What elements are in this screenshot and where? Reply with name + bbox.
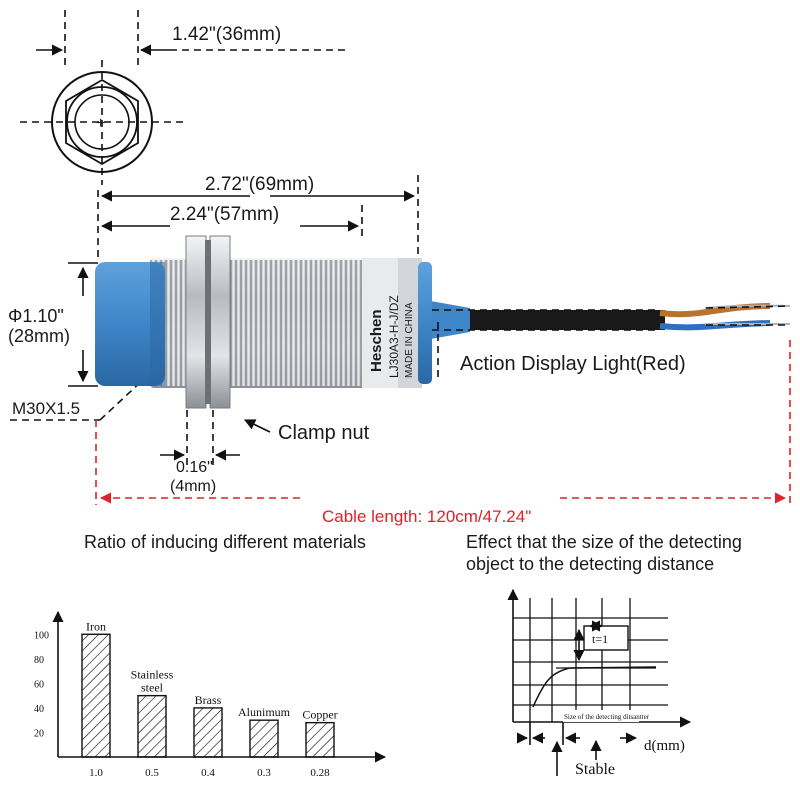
origin-label: MADE IN CHINA [404, 302, 415, 378]
diameter-label-line2: (28mm) [8, 326, 70, 346]
sensor-body: Heschen LJ30A3-H-J/DZ MADE IN CHINA [95, 235, 791, 409]
total-length-label: 2.72"(69mm) [205, 174, 314, 195]
y-tick-label: 100 [34, 630, 49, 641]
face-width-label: 1.42"(36mm) [172, 24, 281, 45]
model-label: LJ30A3-H-J/DZ [387, 295, 401, 378]
center-mark-icon: + [96, 115, 105, 132]
bar-4 [249, 719, 279, 758]
sensor-face-view: 1.42"(36mm) + [20, 10, 345, 185]
distance-heading-line1: Effect that the size of the detecting [466, 532, 742, 552]
stable-label: Stable [575, 761, 615, 778]
bar-category-label: Iron [86, 619, 106, 633]
bar-category-label: Stainless [131, 668, 174, 682]
y-tick-label: 60 [34, 679, 44, 690]
nut-thickness-line2: (4mm) [170, 478, 216, 495]
clamp-nut-label: Clamp nut [278, 422, 370, 444]
bar-category-label: steel [141, 681, 164, 695]
curve-caption: Size of the detecting ditsantter [564, 713, 650, 721]
sensing-face [95, 262, 165, 386]
diameter-label-line1: Φ1.10" [8, 306, 64, 326]
bar-category-label: Copper [302, 708, 337, 722]
x-tick-label: 0.5 [145, 767, 159, 779]
x-tick-label: 0.4 [201, 767, 215, 779]
brand-label: Heschen [368, 309, 385, 372]
materials-heading: Ratio of inducing different materials [84, 532, 366, 552]
bar-3 [193, 707, 223, 758]
distance-chart: t=1 Size of the detecting ditsantter d(m… [507, 588, 692, 778]
bar-1 [81, 633, 111, 758]
indicator-light-label: Action Display Light(Red) [460, 353, 686, 375]
x-tick-label: 1.0 [89, 767, 103, 779]
y-tick-label: 80 [34, 655, 44, 666]
distance-heading-line2: object to the detecting distance [466, 554, 714, 574]
cable-length-label: Cable length: 120cm/47.24" [322, 507, 531, 526]
t-equals-one-label: t=1 [592, 632, 608, 646]
distance-axis-label: d(mm) [644, 738, 685, 754]
nut-thickness-line1: 0.16" [176, 459, 213, 476]
side-dimensions: 2.72"(69mm) 2.24"(57mm) Φ1.10" (28mm) M3… [8, 174, 419, 421]
y-tick-label: 40 [34, 704, 44, 715]
cable [430, 310, 665, 330]
thread-spec-label: M30X1.5 [12, 399, 80, 418]
thread-length-label: 2.24"(57mm) [170, 204, 279, 225]
callouts: Action Display Light(Red) Clamp nut 0.16… [95, 305, 791, 526]
rear-cap [418, 262, 432, 384]
y-tick-label: 20 [34, 728, 44, 739]
bar-5 [305, 721, 335, 758]
x-tick-label: 0.3 [257, 767, 271, 779]
x-tick-label: 0.28 [310, 767, 330, 779]
bar-2 [137, 694, 167, 758]
bar-category-label: Alunimum [238, 705, 291, 719]
bar-category-label: Brass [195, 693, 222, 707]
